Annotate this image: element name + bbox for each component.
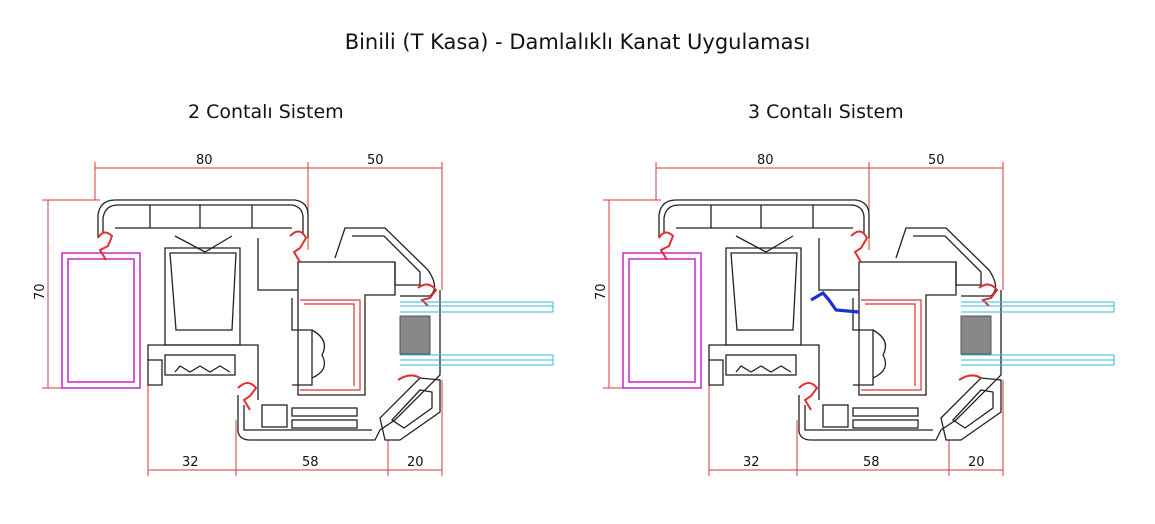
dim-50: 50 — [367, 153, 384, 168]
dim-20: 20 — [968, 455, 985, 470]
section-heading-3-gasket: 3 Contalı Sistem — [748, 101, 904, 123]
dim-20: 20 — [407, 455, 424, 470]
dim-50: 50 — [928, 153, 945, 168]
section-3-gasket-drawing: 80 50 70 32 58 20 — [594, 153, 1115, 477]
dim-58: 58 — [863, 455, 880, 470]
dim-80: 80 — [196, 153, 213, 168]
dim-58: 58 — [302, 455, 319, 470]
page-title: Binili (T Kasa) - Damlalıklı Kanat Uygul… — [344, 30, 811, 54]
dim-32: 32 — [182, 455, 199, 470]
dim-32: 32 — [743, 455, 760, 470]
dim-70: 70 — [33, 283, 48, 300]
dim-70: 70 — [594, 283, 609, 300]
section-2-gasket-drawing: 80 50 70 32 58 20 — [33, 153, 554, 477]
dim-80: 80 — [757, 153, 774, 168]
section-heading-2-gasket: 2 Contalı Sistem — [188, 101, 344, 123]
